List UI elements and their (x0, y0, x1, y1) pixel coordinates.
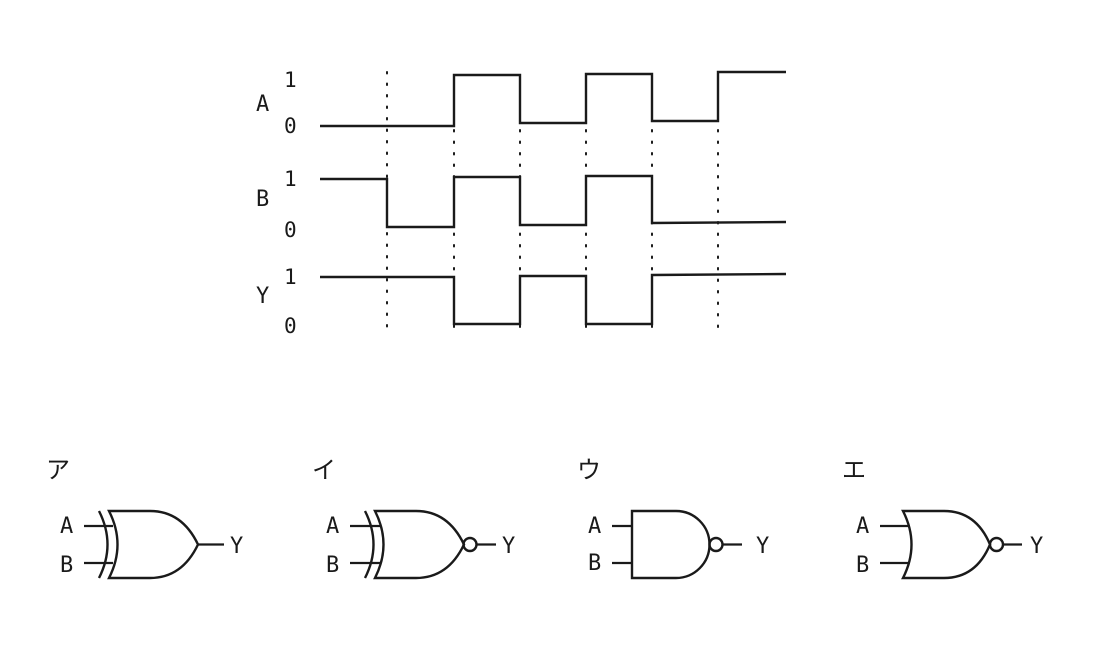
option-u[interactable]: ウ A B Y (577, 456, 769, 580)
signal-a-row: A 1 0 (256, 68, 786, 138)
signal-b-high-label: 1 (284, 167, 297, 191)
signal-a-name: A (256, 92, 269, 117)
timing-diagram: A 1 0 B 1 0 Y 1 0 (256, 68, 787, 338)
option-a-label: ア (46, 456, 70, 484)
option-u-output-label: Y (756, 534, 769, 559)
option-i[interactable]: イ A B Y (312, 456, 515, 580)
option-i-input-a-label: A (326, 514, 339, 539)
option-a-output-label: Y (230, 534, 243, 559)
option-a-input-a-label: A (60, 514, 73, 539)
nor-gate-symbol (880, 509, 1022, 580)
option-e-output-label: Y (1030, 534, 1043, 559)
option-e-label: エ (842, 456, 866, 484)
nand-gate-symbol (612, 509, 742, 580)
option-u-label: ウ (577, 456, 601, 484)
signal-b-name: B (256, 187, 269, 212)
signal-a-high-label: 1 (284, 68, 297, 92)
signal-y-name: Y (256, 284, 269, 309)
signal-b-row: B 1 0 (256, 167, 787, 242)
option-e-input-a-label: A (856, 514, 869, 539)
signal-y-row: Y 1 0 (256, 265, 787, 338)
signal-a-low-label: 0 (284, 114, 297, 138)
option-u-input-a-label: A (588, 514, 601, 539)
option-i-input-b-label: B (326, 553, 339, 578)
option-a-input-b-label: B (60, 553, 73, 578)
signal-b-waveform (320, 174, 787, 229)
option-i-output-label: Y (502, 534, 515, 559)
option-u-input-b-label: B (588, 551, 601, 576)
option-e-input-b-label: B (856, 553, 869, 578)
signal-y-low-label: 0 (284, 314, 297, 338)
option-i-label: イ (312, 456, 336, 484)
signal-a-waveform (320, 70, 786, 128)
xnor-gate-symbol (350, 509, 496, 580)
signal-b-low-label: 0 (284, 218, 297, 242)
signal-y-waveform (320, 272, 787, 326)
option-e[interactable]: エ A B Y (842, 456, 1043, 580)
signal-y-high-label: 1 (284, 265, 297, 289)
xor-gate-symbol (84, 509, 224, 580)
option-a[interactable]: ア A B Y (46, 456, 243, 580)
